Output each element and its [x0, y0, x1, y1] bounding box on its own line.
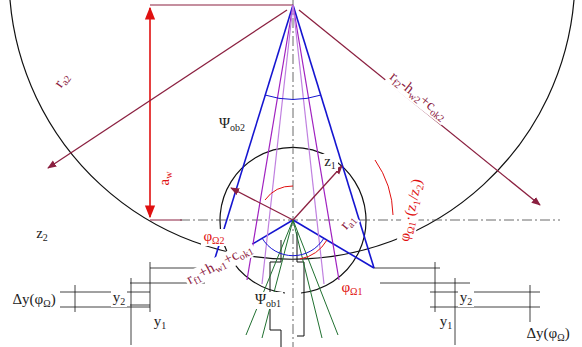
dimension-label: Δy(φΩ)	[10, 292, 57, 309]
angle-label: Ψob1	[253, 292, 283, 309]
angle-label: φΩ1·(z1/z2)	[397, 175, 428, 245]
dimension-label: y2	[458, 290, 475, 307]
angle-label: φΩ2	[201, 229, 226, 246]
tooth-count-label: z1	[322, 154, 338, 171]
dimension-label: Δy(φΩ)	[524, 326, 571, 343]
dimension-label: y2	[111, 290, 128, 307]
angle-label: φΩ1	[339, 280, 364, 297]
center-distance-label: aw	[158, 169, 175, 187]
radius-label: ra2	[50, 68, 75, 93]
radius-label: rf1+hw1+cok1	[183, 239, 258, 290]
tooth-count-label: z2	[34, 226, 50, 243]
dimension-label: y1	[152, 314, 169, 331]
angle-label: Ψob2	[217, 116, 247, 133]
radius-label: ra1	[336, 209, 361, 234]
radius-label: rf2-hw2+cok2	[384, 67, 451, 125]
dimension-label: y1	[438, 314, 455, 331]
